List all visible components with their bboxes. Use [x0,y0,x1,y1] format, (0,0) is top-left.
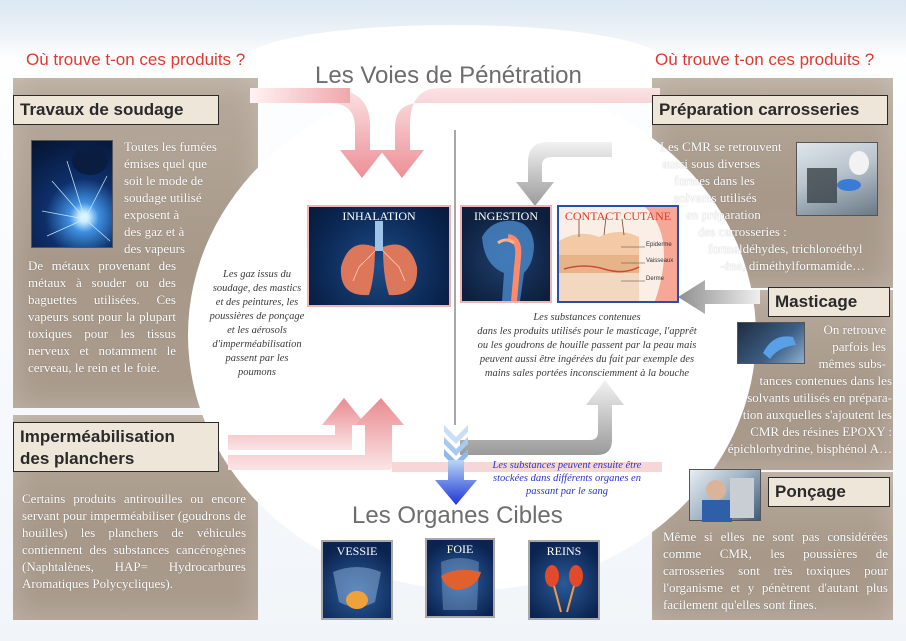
ingestion-line: peuvent aussi être ingérées du fait par … [479,354,695,365]
ingestion-line: ou les goudrons de houille passent par l… [477,340,697,351]
bodywork-line: en préparation [686,207,761,222]
bodywork-line: des carrosseries : [698,224,787,239]
poncage-title: Ponçage [768,477,890,507]
arrow-waterproofing-to-inhalation-2 [228,398,404,470]
inhalation-line: Les gaz issus du [223,269,291,280]
welding-line: des vapeurs [124,241,186,256]
lungs-icon [340,221,418,296]
welding-line: soit le mode de [124,173,204,188]
waterproofing-title: Imperméabilisation des planchers [13,422,219,472]
masticage-title: Masticage [768,287,890,317]
inhalation-line: poussières de ponçage [209,311,305,322]
welding-title: Travaux de soudage [13,95,219,125]
welding-line: soudage utilisé [124,190,202,205]
storage-text-wrap: Les substances peuvent ensuite être stoc… [470,459,664,498]
organ-label-foie: FOIE [446,542,474,556]
organs-title: Les Organes Cibles [352,502,563,529]
inhalation-line: passent par les [225,353,289,364]
welding-line: des gaz et à [124,224,185,239]
arrow-waterproofing-to-inhalation [228,398,366,450]
masticage-line: tances contenues dans les [759,373,892,388]
bodywork-text-wrap: Les CMR se retrouvent aussi sous diverse… [660,138,892,274]
storage-line: Les substances peuvent ensuite être [492,460,642,471]
bodywork-photo [796,142,878,216]
organ-label-vessie: VESSIE [336,544,378,558]
right-question-title: Où trouve t-on ces produits ? [655,50,875,69]
skin-layers-icon [559,207,677,301]
bodywork-line: Les CMR se retrouvent [660,139,782,154]
ingestion-text-wrap: Les substances contenues dans les produi… [456,311,718,381]
bodywork-line: -ène, diméthylformamide… [720,258,866,273]
arrow-down-to-organs [435,425,477,505]
inhalation-line: et des peintures, les [215,297,299,308]
contact-label: CONTACT CUTANE [564,209,672,223]
inhalation-label: INHALATION [342,209,416,223]
welding-line: exposent à [124,207,180,222]
main-title: Les Voies de Pénétration [315,62,582,89]
bodywork-line: aussi sous diverses [662,156,761,171]
organ-label-reins: REINS [546,544,582,558]
waterproofing-title-line1: Imperméabilisation [20,427,175,446]
ingestion-line: mains sales portées inconsciemment à la … [484,368,690,379]
bladder-icon [333,567,381,609]
ingestion-card: INGESTION [460,205,552,303]
welding-line: Toutes les fumées [124,139,217,154]
skin-label-vaisseaux: Vaisseaux [646,258,674,264]
masticage-line: mêmes subs- [818,356,886,371]
welding-photo [31,140,113,248]
organ-card-vessie: VESSIE [321,540,393,620]
welding-line: émises quel que [124,156,208,171]
kidneys-icon [545,565,583,613]
masticage-line: tion auxquelles s'ajoutent les [742,407,892,422]
ingestion-line: Les substances contenues [533,312,641,323]
arrow-up-right [460,380,624,455]
ingestion-label: INGESTION [474,209,538,223]
inhalation-line: et les aérosols [227,325,287,336]
storage-line: passant par le sang [526,486,608,497]
masticage-photo [737,322,805,364]
left-question-title: Où trouve t-on ces produits ? [26,50,246,69]
liver-icon [441,558,481,610]
masticage-line: épichlorhydrine, bisphénol A… [727,441,892,456]
welding-text-rest: De métaux provenant des métaux à souder … [28,258,176,375]
masticage-line: parfois les [832,339,886,354]
welding-text-wrap: Toutes les fumées émises quel que soit l… [124,138,254,257]
storage-line: stockées dans différents organes en [493,473,641,484]
masticage-text-wrap: On retrouve parfois les mêmes subs- tanc… [700,321,892,457]
digestive-icon [482,220,534,301]
inhalation-card: INHALATION [307,205,451,307]
waterproofing-title-line2: des planchers [20,449,135,468]
waterproofing-text: Certains produits antirouilles ou encore… [22,491,246,591]
organ-card-foie: FOIE [425,538,495,618]
poncage-text: Même si elles ne sont pas considérées co… [663,529,888,612]
arrow-bodywork-to-inhalation [380,88,660,178]
bodywork-line: formes dans les [674,173,755,188]
arrow-to-ingestion [516,142,612,206]
poncage-photo [689,469,761,522]
inhalation-text-wrap: Les gaz issus du soudage, des mastics et… [198,268,316,380]
masticage-line: On retrouve [823,322,886,337]
bodywork-line: solvants utilisés [674,190,757,205]
skin-label-epiderme: Epiderme [646,242,672,248]
inhalation-line: soudage, des mastics [212,283,302,294]
contact-card: Epiderme Vaisseaux Derme CONTACT CUTANE [557,205,679,303]
central-ellipse [188,80,756,590]
organ-card-reins: REINS [528,540,600,620]
bodywork-line: formaldéhydes, trichloroéthyl [708,241,863,256]
arrow-masticage-to-contact [678,280,760,314]
skin-label-derme: Derme [646,276,665,282]
arrow-welding-to-inhalation [250,88,384,178]
masticage-line: solvants utilisés en prépara- [747,390,892,405]
bodywork-title: Préparation carrosseries [652,95,888,125]
masticage-line: CMR des résines EPOXY : [750,424,892,439]
inhalation-line: poumons [238,367,276,378]
inhalation-line: d'imperméabilisation [212,339,302,350]
ingestion-line: dans les produits utilisés pour le masti… [477,326,697,337]
